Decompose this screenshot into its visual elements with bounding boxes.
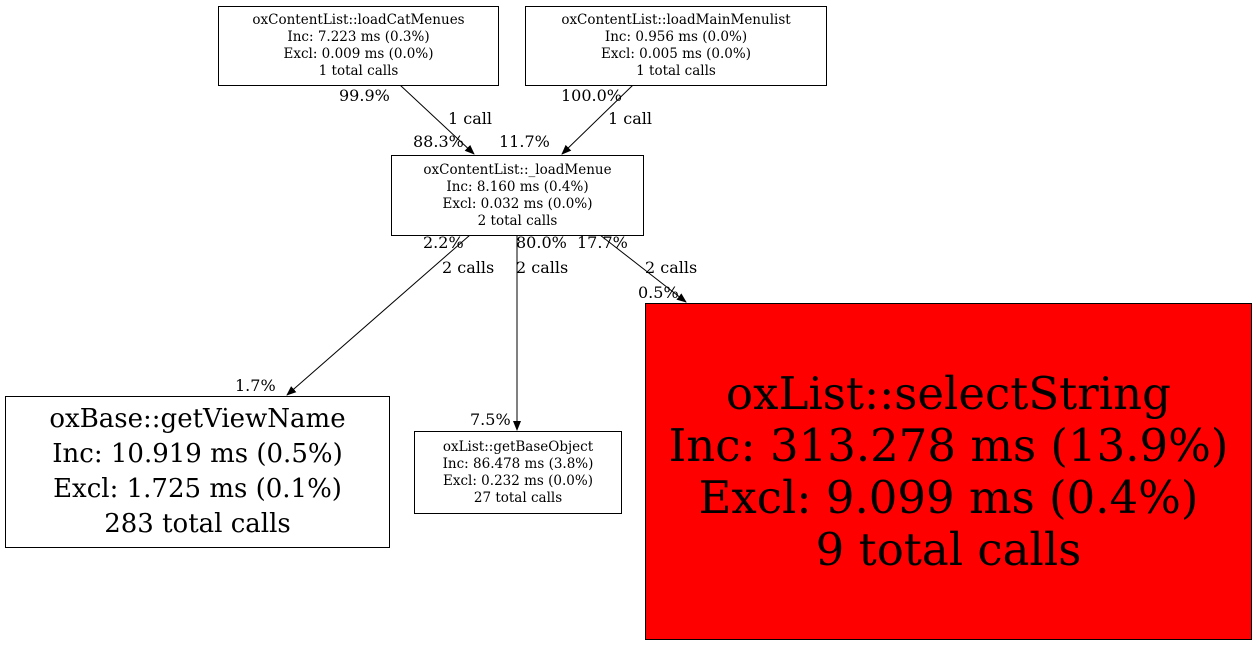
node-excl: Excl: 0.032 ms (0.0%): [442, 195, 593, 212]
node-inc: Inc: 313.278 ms (13.9%): [668, 418, 1229, 472]
node-inc: Inc: 86.478 ms (3.8%): [442, 455, 594, 472]
node-title: oxContentList::_loadMenue: [423, 161, 612, 178]
node-inc: Inc: 10.919 ms (0.5%): [52, 439, 343, 469]
edge-loadCatMenues-loadMenue: [399, 84, 475, 155]
node-excl: Excl: 1.725 ms (0.1%): [53, 474, 342, 504]
edge-loadMenue-selectString: [599, 234, 687, 303]
edge-call-label: 2 calls: [645, 258, 698, 277]
node-excl: Excl: 0.009 ms (0.0%): [283, 46, 434, 62]
edge-call-label: 1 call: [608, 109, 652, 128]
node-loadMainMenulist[interactable]: oxContentList::loadMainMenulist Inc: 0.9…: [525, 6, 827, 86]
node-title: oxBase::getViewName: [49, 404, 346, 434]
node-loadMenue[interactable]: oxContentList::_loadMenue Inc: 8.160 ms …: [391, 155, 644, 236]
edge-loadMenue-getViewName: [286, 234, 471, 396]
node-excl: Excl: 0.232 ms (0.0%): [443, 472, 593, 489]
edge-head-label: 88.3%: [413, 132, 464, 151]
node-title: oxList::getBaseObject: [442, 438, 594, 455]
node-loadCatMenues[interactable]: oxContentList::loadCatMenues Inc: 7.223 …: [218, 6, 499, 86]
node-calls: 283 total calls: [104, 509, 291, 539]
edge-loadMainMenulist-loadMenue: [561, 84, 634, 155]
node-calls: 27 total calls: [473, 489, 563, 506]
edge-tail-label: 100.0%: [561, 86, 623, 105]
edge-call-label: 1 call: [448, 109, 492, 128]
edge-head-label: 11.7%: [499, 132, 550, 151]
node-inc: Inc: 7.223 ms (0.3%): [287, 29, 430, 45]
edge-tail-label: 99.9%: [339, 86, 390, 105]
node-title: oxList::selectString: [726, 366, 1171, 420]
edge-head-label: 7.5%: [470, 410, 511, 429]
node-getViewName[interactable]: oxBase::getViewName Inc: 10.919 ms (0.5%…: [5, 396, 390, 548]
edge-tail-label: 17.7%: [577, 233, 628, 252]
node-excl: Excl: 9.099 ms (0.4%): [698, 470, 1199, 524]
node-calls: 1 total calls: [318, 63, 399, 79]
edge-call-label: 2 calls: [516, 258, 569, 277]
node-excl: Excl: 0.005 ms (0.0%): [601, 46, 751, 62]
edge-tail-label: 2.2%: [423, 233, 464, 252]
node-calls: 1 total calls: [636, 63, 716, 79]
node-calls: 2 total calls: [477, 212, 558, 229]
node-inc: Inc: 8.160 ms (0.4%): [446, 178, 589, 195]
node-getBaseObject[interactable]: oxList::getBaseObject Inc: 86.478 ms (3.…: [414, 431, 622, 514]
edge-tail-label: 80.0%: [516, 233, 567, 252]
node-calls: 9 total calls: [815, 522, 1082, 576]
node-title: oxContentList::loadMainMenulist: [561, 12, 791, 28]
edge-call-label: 2 calls: [442, 258, 495, 277]
node-title: oxContentList::loadCatMenues: [252, 12, 465, 28]
edge-head-label: 1.7%: [235, 376, 276, 395]
node-selectString[interactable]: oxList::selectString Inc: 313.278 ms (13…: [645, 303, 1252, 640]
edge-head-label: 0.5%: [638, 283, 679, 302]
node-inc: Inc: 0.956 ms (0.0%): [604, 29, 748, 45]
